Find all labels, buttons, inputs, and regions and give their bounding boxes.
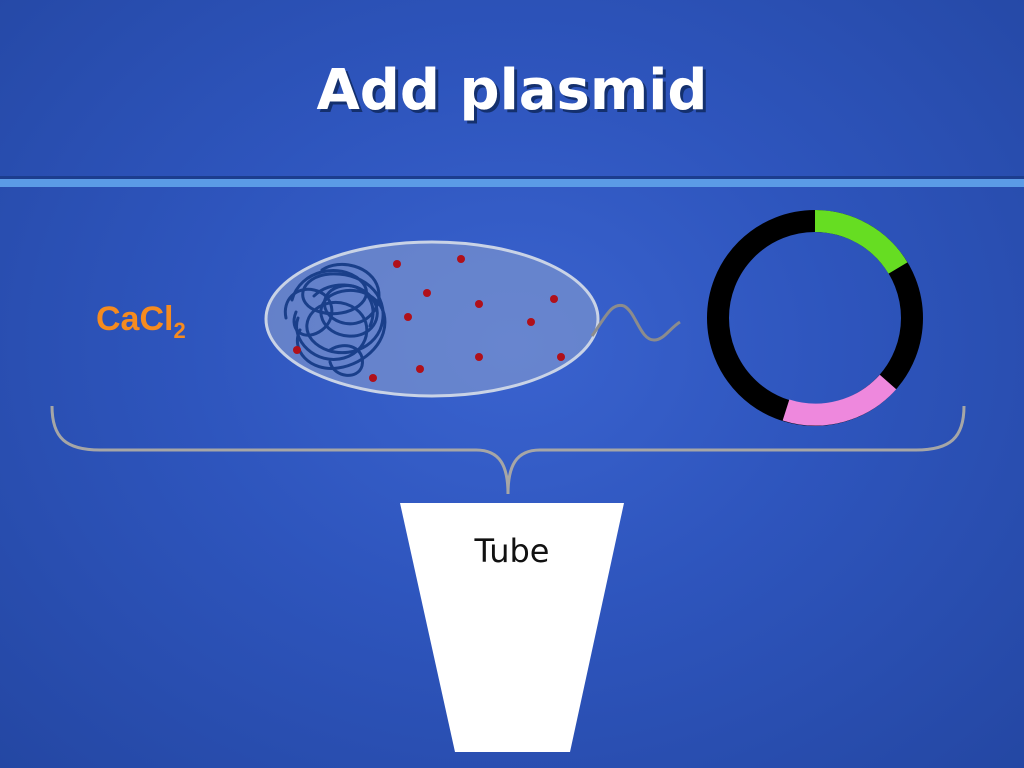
- ion-dot: [369, 374, 377, 382]
- ion-dot: [550, 295, 558, 303]
- ion-dot: [416, 365, 424, 373]
- chromosome-icon: [283, 262, 387, 377]
- ion-dot: [393, 260, 401, 268]
- ion-dot: [475, 300, 483, 308]
- title-divider-shadow: [0, 176, 1024, 179]
- curly-brace-icon: [50, 405, 966, 495]
- ion-dot: [293, 346, 301, 354]
- ion-dot: [475, 353, 483, 361]
- reagent-label: CaCl2: [96, 300, 186, 344]
- ion-dot: [404, 313, 412, 321]
- ion-dot: [457, 255, 465, 263]
- ion-dot: [423, 289, 431, 297]
- tube-icon: [400, 503, 624, 752]
- bacterial-cell-icon: [264, 240, 600, 398]
- slide-title: Add plasmid: [316, 58, 708, 123]
- reagent-base: CaCl: [96, 300, 174, 338]
- ion-dot: [557, 353, 565, 361]
- title-divider: [0, 179, 1024, 187]
- tube-label: Tube: [474, 532, 550, 570]
- ion-dots: [293, 255, 565, 382]
- plasmid-ring-icon: [707, 210, 923, 426]
- reagent-subscript: 2: [173, 318, 186, 343]
- flagellum-icon: [590, 303, 681, 342]
- ion-dot: [527, 318, 535, 326]
